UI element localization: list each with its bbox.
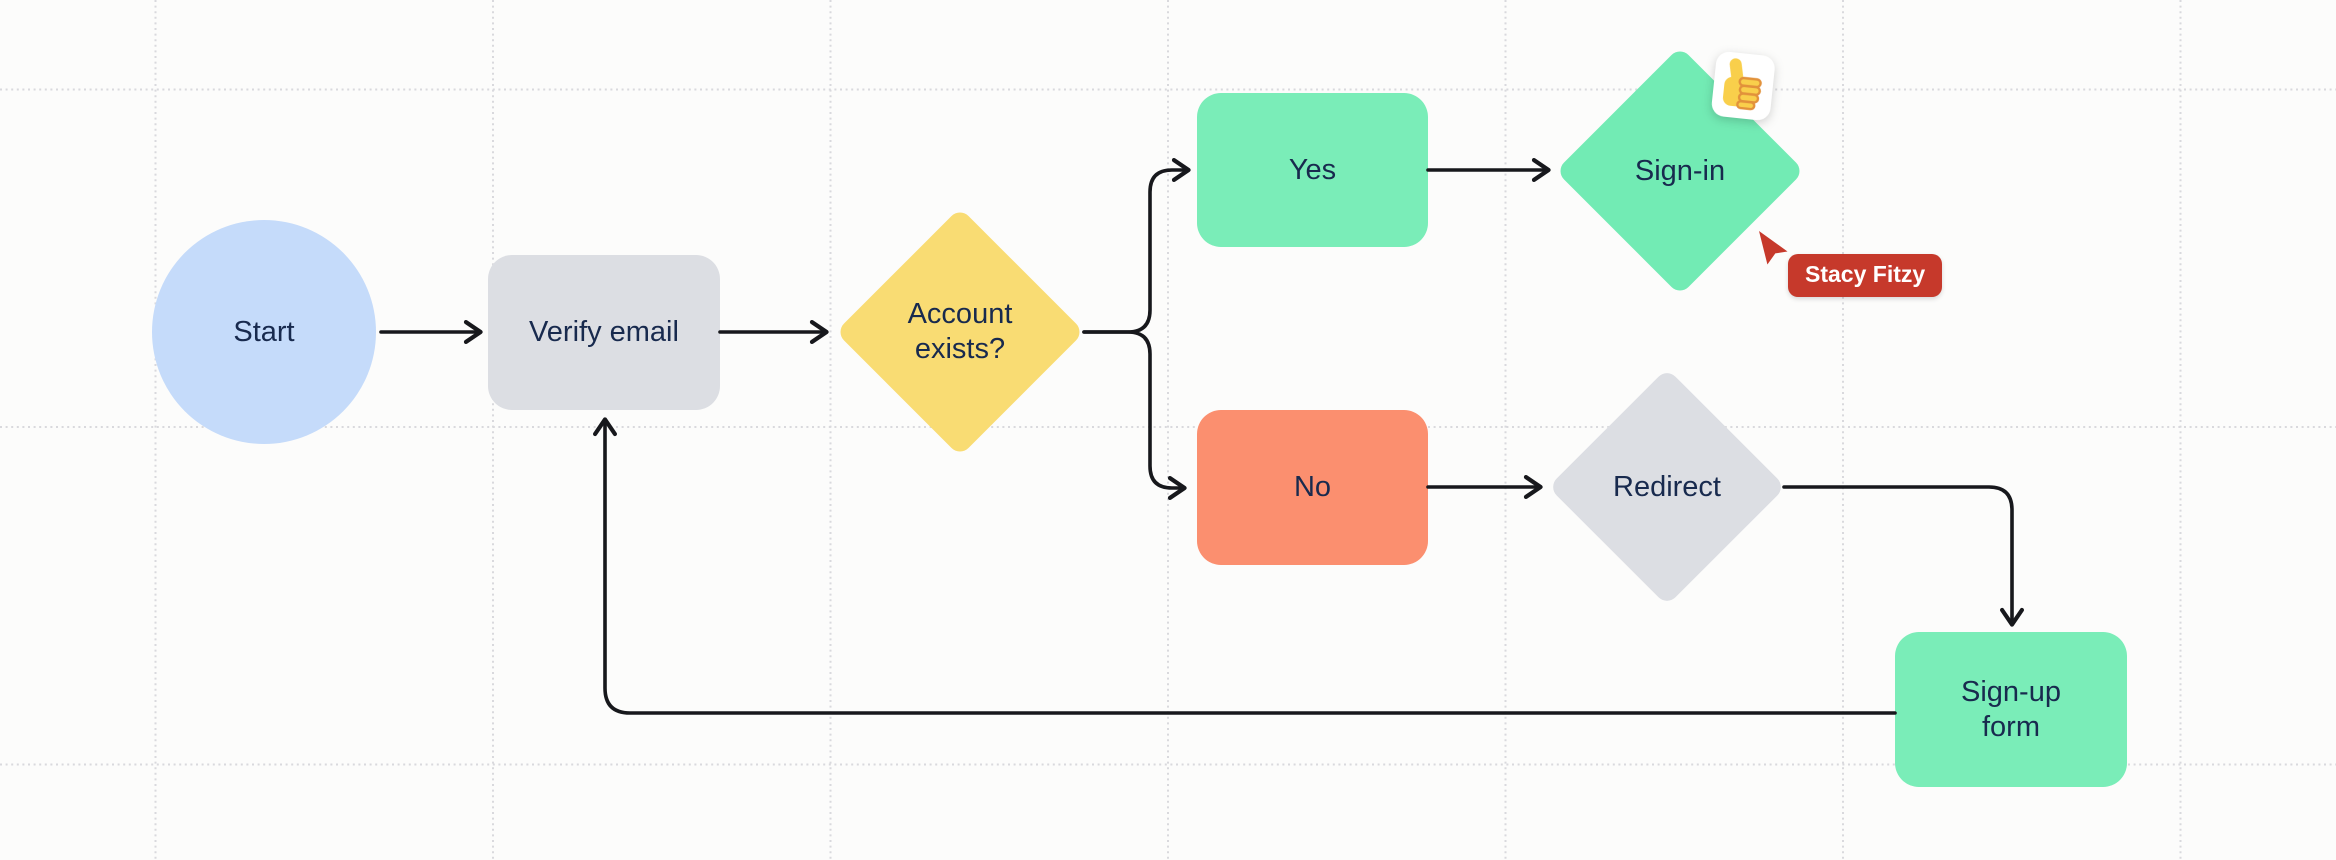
collaborator-cursor: Stacy Fitzy xyxy=(1757,229,1957,309)
node-verify-email-label: Verify email xyxy=(529,316,679,349)
node-yes[interactable]: Yes xyxy=(1197,93,1428,247)
edge-redirect-to-sign-up-form[interactable] xyxy=(1782,485,2025,627)
collaborator-name: Stacy Fitzy xyxy=(1805,261,1926,287)
node-start-label: Start xyxy=(233,315,295,348)
node-sign-up-form-label: Sign-up form xyxy=(1961,675,2061,743)
node-start[interactable]: Start xyxy=(152,220,376,444)
node-yes-label: Yes xyxy=(1288,153,1337,186)
node-verify-email[interactable]: Verify email xyxy=(488,255,720,410)
cursor-pointer-icon xyxy=(1759,231,1788,265)
node-sign-up-form[interactable]: Sign-up form xyxy=(1895,632,2127,787)
edge-sign-up-form-to-verify-email[interactable] xyxy=(592,417,1897,715)
node-no[interactable]: No xyxy=(1197,410,1428,565)
collaborator-name-badge: Stacy Fitzy xyxy=(1788,254,1943,297)
thumbs-up-icon xyxy=(1722,58,1762,111)
edge-account-exists-to-no[interactable] xyxy=(1082,330,1187,501)
node-no-label: No xyxy=(1293,471,1332,504)
edge-account-exists-to-yes[interactable] xyxy=(1082,157,1191,334)
thumbs-up-sticker[interactable] xyxy=(1708,49,1777,128)
